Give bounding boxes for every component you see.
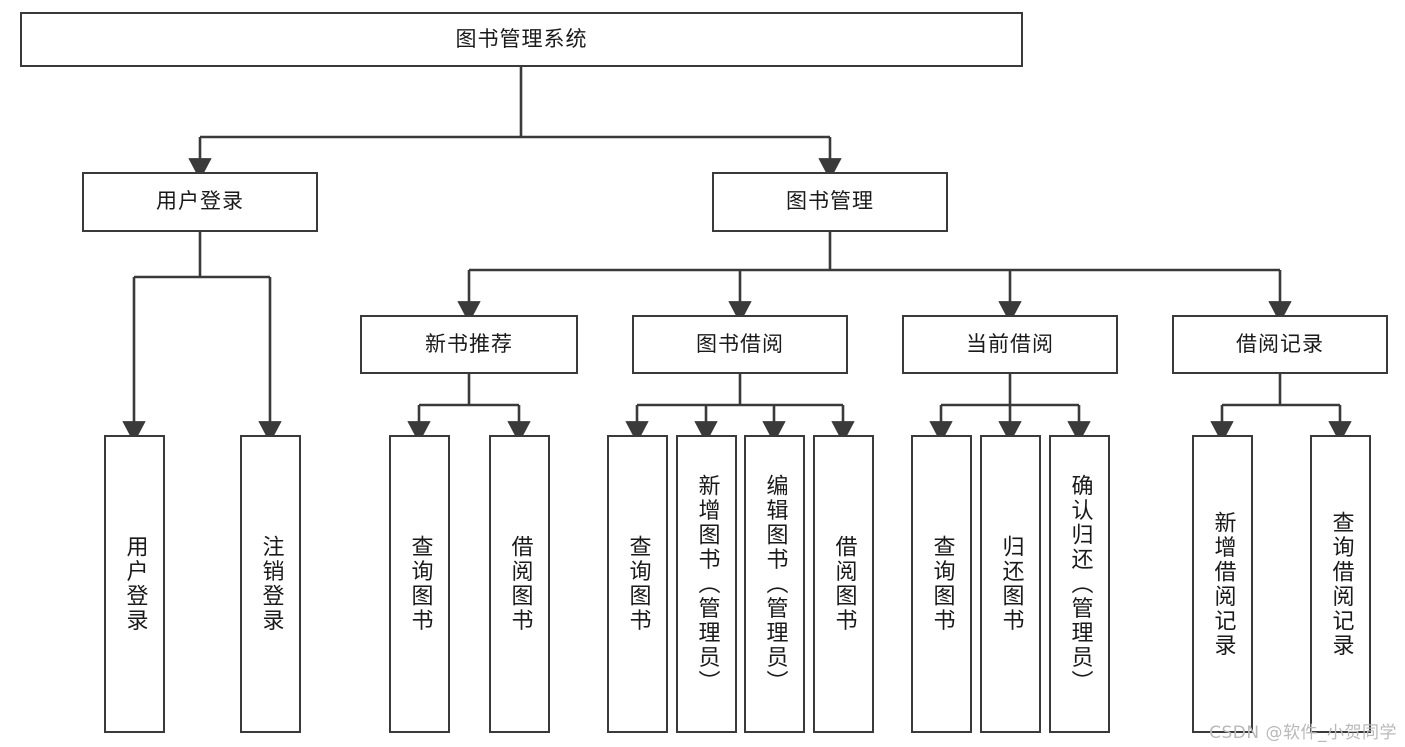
node-leaf-query-book-2[interactable]: 查询图书 [607,435,668,733]
node-label: 当前借阅 [966,331,1054,356]
node-label: 借阅记录 [1236,331,1324,356]
node-root-system[interactable]: 图书管理系统 [20,12,1023,67]
node-label: 查询图书 [625,535,651,633]
node-leaf-add-book-admin[interactable]: 新增图书（管理员） [676,435,737,733]
node-label: 图书管理系统 [455,26,588,51]
node-leaf-confirm-return-admin[interactable]: 确认归还（管理员） [1049,435,1110,733]
node-label: 新增借阅记录 [1210,510,1236,658]
node-label: 归还图书 [998,535,1024,633]
node-label: 查询图书 [929,535,955,633]
node-borrow-record[interactable]: 借阅记录 [1172,315,1388,374]
node-leaf-query-book-1[interactable]: 查询图书 [389,435,450,733]
node-leaf-logout[interactable]: 注销登录 [240,435,301,733]
node-label: 查询图书 [407,535,433,633]
node-leaf-add-borrow-record[interactable]: 新增借阅记录 [1192,435,1253,733]
node-book-borrow[interactable]: 图书借阅 [632,315,848,374]
node-leaf-return-book[interactable]: 归还图书 [980,435,1041,733]
node-leaf-edit-book-admin[interactable]: 编辑图书（管理员） [744,435,805,733]
node-leaf-borrow-book-1[interactable]: 借阅图书 [489,435,550,733]
node-label: 用户登录 [156,189,244,214]
node-current-borrow[interactable]: 当前借阅 [902,315,1118,374]
node-label: 注销登录 [258,535,284,633]
node-label: 图书管理 [786,189,874,214]
node-label: 查询借阅记录 [1328,510,1354,658]
node-leaf-query-book-3[interactable]: 查询图书 [911,435,972,733]
node-leaf-borrow-book-2[interactable]: 借阅图书 [813,435,874,733]
node-label: 借阅图书 [507,535,533,633]
node-label: 编辑图书（管理员） [762,473,788,695]
node-label: 借阅图书 [831,535,857,633]
node-new-book-recommend[interactable]: 新书推荐 [360,315,578,374]
node-label: 用户登录 [122,535,148,633]
node-user-login[interactable]: 用户登录 [82,172,318,232]
node-label: 确认归还（管理员） [1067,473,1093,695]
node-label: 新增图书（管理员） [694,473,720,695]
node-leaf-user-login[interactable]: 用户登录 [104,435,165,733]
node-leaf-query-borrow-record[interactable]: 查询借阅记录 [1310,435,1371,733]
node-label: 图书借阅 [696,331,784,356]
node-book-manage[interactable]: 图书管理 [712,172,948,232]
node-label: 新书推荐 [425,331,513,356]
